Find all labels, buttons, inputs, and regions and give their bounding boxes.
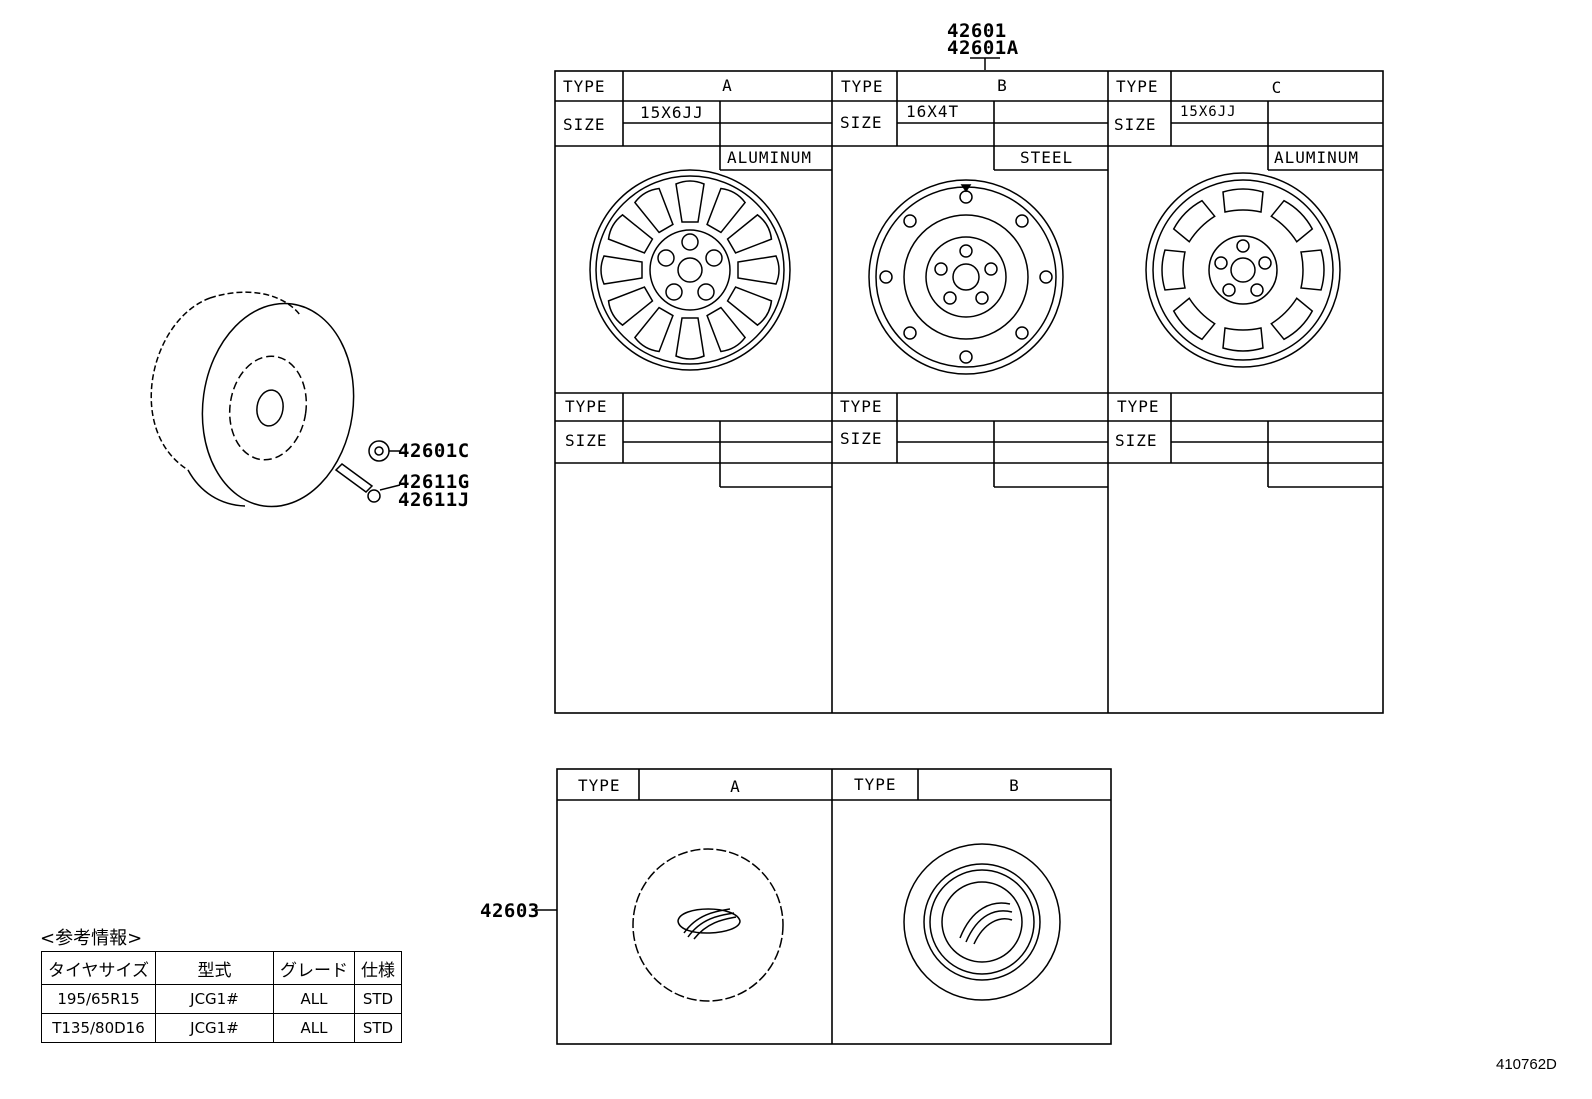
cap-a-type-value: A <box>730 777 741 796</box>
table-row: 195/65R15 JCG1# ALL STD <box>41 984 402 1014</box>
wheel-table-grid <box>554 70 1384 714</box>
header-grade: グレード <box>272 951 355 985</box>
callout-42603: 42603 <box>480 900 540 922</box>
wheel-b-type-label: TYPE <box>841 77 884 96</box>
wheel-b-type-value: B <box>997 76 1008 95</box>
wheel-a-type-label: TYPE <box>563 77 606 96</box>
aluminum-wheel-spoked-icon <box>589 169 791 371</box>
callout-42601a: 42601A <box>947 37 1019 59</box>
callout-42601c: 42601C <box>398 440 470 462</box>
steel-wheel-icon <box>868 179 1064 375</box>
callout-42611j: 42611J <box>398 489 470 511</box>
row2-spec: STD <box>353 1013 402 1043</box>
wheel-a-size-value: 15X6JJ <box>640 103 704 122</box>
wheel-c-lower-size-label: SIZE <box>1115 431 1158 450</box>
reference-table: タイヤサイズ 型式 グレード 仕様 195/65R15 JCG1# ALL ST… <box>41 951 402 1043</box>
table-row: T135/80D16 JCG1# ALL STD <box>41 1013 402 1043</box>
wheel-b-lower-type-label: TYPE <box>840 397 883 416</box>
wheel-c-type-value: C <box>1271 78 1283 97</box>
wheel-b-size-label: SIZE <box>840 113 883 132</box>
wheel-a-material: ALUMINUM <box>727 148 813 167</box>
valve-stem-icon <box>334 463 401 503</box>
wheel-b-lower-size-label: SIZE <box>840 429 883 448</box>
row1-spec: STD <box>353 984 402 1014</box>
aluminum-wheel-slotted-icon <box>1145 172 1341 368</box>
row2-grade: ALL <box>272 1013 355 1043</box>
cap-b-type-label: TYPE <box>854 775 897 794</box>
wheel-a-size-label: SIZE <box>563 115 606 134</box>
row1-model: JCG1# <box>154 984 274 1014</box>
cap-table-grid <box>556 768 1112 1045</box>
row1-tire-size: 195/65R15 <box>41 984 156 1014</box>
callout-42611g: 42611G <box>398 471 470 493</box>
row1-grade: ALL <box>272 984 355 1014</box>
wheel-c-type-label: TYPE <box>1116 77 1159 96</box>
wheel-cap-icon <box>632 848 784 1002</box>
cap-a-type-label: TYPE <box>578 776 621 795</box>
center-cap-icon <box>903 843 1061 1001</box>
header-model: 型式 <box>154 951 274 985</box>
header-tire-size: タイヤサイズ <box>41 951 156 985</box>
header-spec: 仕様 <box>353 951 402 985</box>
cap-b-type-value: B <box>1009 776 1020 795</box>
wheel-b-size-value: 16X4T <box>906 102 960 121</box>
wheel-a-lower-type-label: TYPE <box>565 397 608 416</box>
row2-model: JCG1# <box>154 1013 274 1043</box>
wheel-c-size-label: SIZE <box>1114 115 1157 134</box>
hub-nut-icon <box>368 440 400 462</box>
tire-wheel-assembly-icon <box>150 291 355 508</box>
reference-header-row: タイヤサイズ 型式 グレード 仕様 <box>41 951 402 985</box>
callout-42601: 42601 <box>947 20 1007 42</box>
row2-tire-size: T135/80D16 <box>41 1013 156 1043</box>
wheel-b-material: STEEL <box>1020 148 1074 167</box>
wheel-c-size-value: 15X6JJ <box>1180 104 1237 120</box>
reference-title: <参考情報> <box>40 928 143 949</box>
wheel-a-lower-size-label: SIZE <box>565 431 608 450</box>
wheel-a-type-value: A <box>722 76 733 95</box>
wheel-c-lower-type-label: TYPE <box>1117 397 1160 416</box>
wheel-c-material: ALUMINUM <box>1274 148 1360 167</box>
leader-line-42601 <box>970 57 1000 70</box>
diagram-code: 410762D <box>1496 1056 1557 1073</box>
